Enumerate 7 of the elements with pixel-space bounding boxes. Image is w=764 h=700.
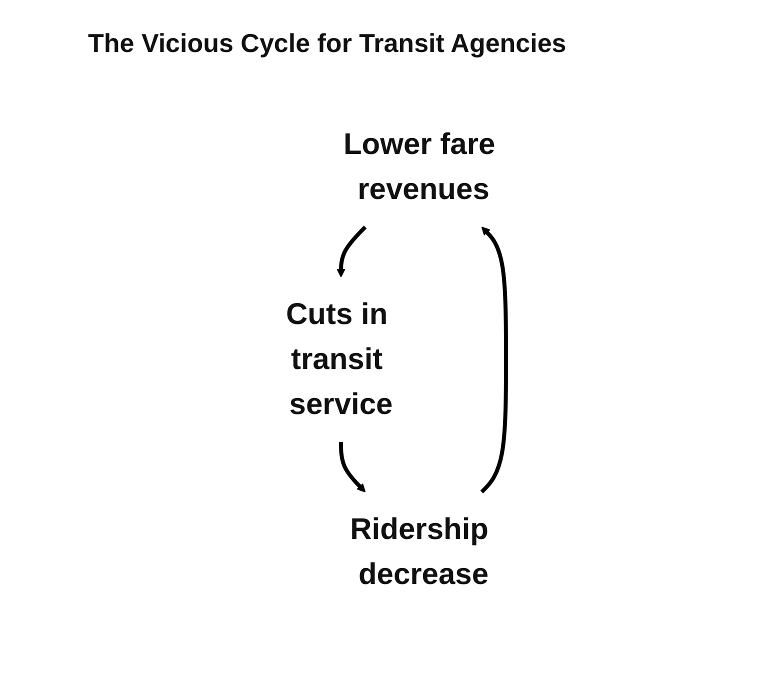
arrow [336,225,366,277]
arrow [338,442,366,492]
node-text: Lower fare revenues [343,128,495,206]
node-text: Ridership decrease [350,512,488,590]
arrow [480,226,508,493]
node-text: Cuts in transit service [286,298,392,420]
diagram-title: The Vicious Cycle for Transit Agencies [88,28,568,59]
